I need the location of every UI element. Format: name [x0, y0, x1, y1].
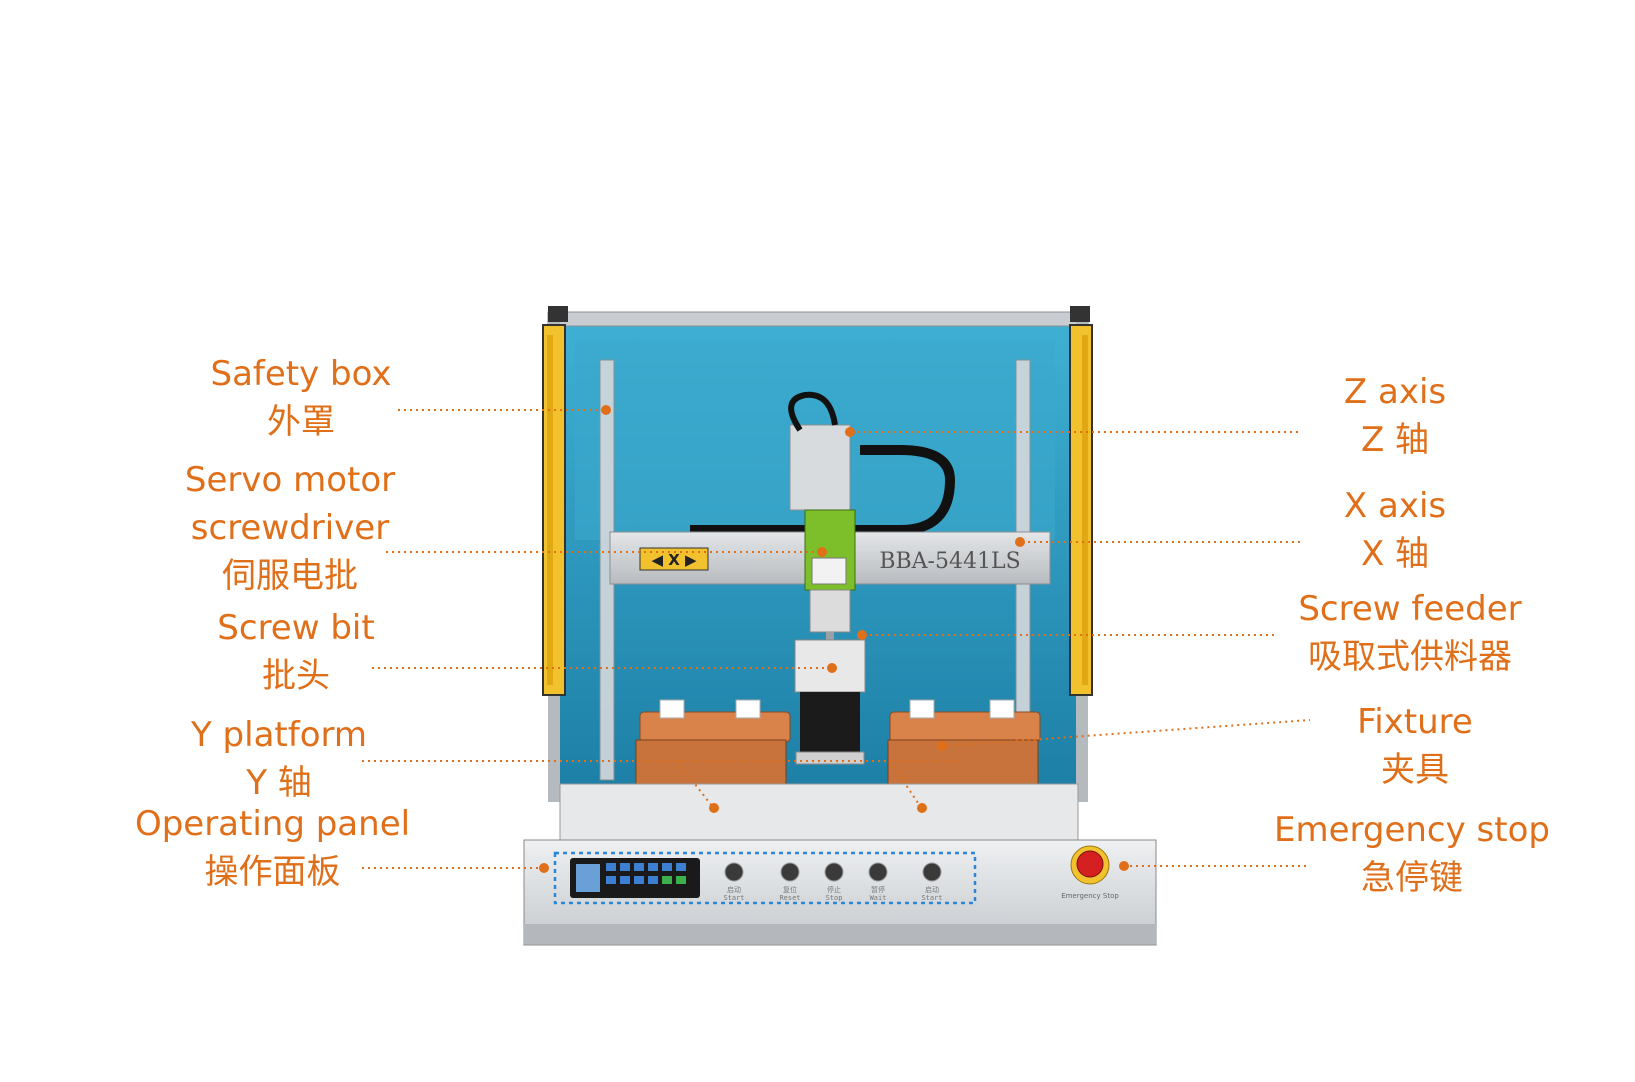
leader-lines: [362, 409, 1311, 869]
estop-text: Emergency Stop: [1061, 892, 1119, 900]
label-emergency-stop-zh: 急停键: [1361, 858, 1463, 898]
start-button-left[interactable]: [724, 862, 744, 882]
label-y-platform-en: Y platform: [190, 715, 368, 755]
label-x-axis: X axis X 轴: [1310, 482, 1480, 578]
label-z-axis-zh: Z 轴: [1360, 420, 1430, 460]
label-x-axis-en: X axis: [1343, 486, 1447, 526]
servo-screwdriver: [804, 509, 856, 633]
label-operating-panel: Operating panel 操作面板: [120, 800, 425, 896]
label-servo-zh: 伺服电批: [222, 556, 358, 596]
label-screw-bit: Screw bit 批头: [196, 604, 396, 700]
label-y-platform: Y platform Y 轴: [174, 711, 384, 807]
btn-wait-en: Wait: [870, 894, 887, 902]
panel-buttons: 启动 Start 复位 Reset 停止 Stop 暂停 Wait 启动 Sta…: [723, 862, 943, 902]
wait-button[interactable]: [868, 862, 888, 882]
label-servo-en2: screwdriver: [190, 508, 390, 548]
label-z-axis: Z axis Z 轴: [1310, 368, 1480, 464]
x-plate-text: ◀ X ▶: [651, 551, 697, 569]
stop-button[interactable]: [824, 862, 844, 882]
label-fixture: Fixture 夹具: [1330, 698, 1500, 794]
emergency-stop-button[interactable]: Emergency Stop: [1061, 845, 1119, 900]
label-emergency-stop: Emergency stop 急停键: [1262, 806, 1562, 902]
btn-stop-zh: 停止: [827, 885, 841, 894]
btn-reset-zh: 复位: [783, 885, 797, 894]
fixture-right: [887, 699, 1041, 785]
label-screw-bit-en: Screw bit: [217, 608, 375, 648]
label-safety-box-en: Safety box: [210, 354, 392, 394]
leader-fixture: [943, 719, 1311, 747]
z-axis-column: [788, 391, 851, 511]
label-screw-feeder-zh: 吸取式供料器: [1308, 637, 1512, 677]
label-servo: Servo motor screwdriver 伺服电批: [170, 456, 410, 600]
label-operating-panel-en: Operating panel: [134, 804, 411, 844]
fixture-left: [635, 699, 791, 785]
machine-base: [523, 783, 1157, 946]
label-screw-feeder-en: Screw feeder: [1298, 589, 1522, 629]
label-x-axis-zh: X 轴: [1360, 534, 1430, 574]
btn-wait-zh: 暂停: [871, 885, 885, 894]
operating-panel: [553, 851, 977, 905]
label-y-platform-zh: Y 轴: [246, 763, 312, 803]
label-operating-panel-zh: 操作面板: [204, 852, 341, 892]
btn-start-zh: 启动: [727, 885, 741, 894]
btn-stop-en: Stop: [826, 894, 843, 902]
label-safety-box-zh: 外罩: [267, 402, 335, 442]
label-screw-bit-zh: 批头: [262, 656, 330, 696]
btn-start2-en: Start: [921, 894, 942, 902]
model-text: BBA-5441LS: [879, 549, 1020, 574]
start-button-right[interactable]: [922, 862, 942, 882]
label-fixture-zh: 夹具: [1381, 750, 1449, 790]
label-screw-feeder: Screw feeder 吸取式供料器: [1285, 585, 1535, 681]
screw-feeder: [794, 639, 866, 765]
label-fixture-en: Fixture: [1357, 702, 1473, 742]
light-curtain-right: [1069, 324, 1093, 696]
label-z-axis-en: Z axis: [1343, 372, 1447, 412]
btn-start-en: Start: [723, 894, 744, 902]
label-servo-en1: Servo motor: [184, 460, 396, 500]
light-curtain-left: [542, 324, 566, 696]
cable-chain: [690, 445, 956, 535]
btn-start2-zh: 启动: [925, 885, 939, 894]
btn-reset-en: Reset: [779, 894, 800, 902]
label-emergency-stop-en: Emergency stop: [1273, 810, 1550, 850]
reset-button[interactable]: [780, 862, 800, 882]
leader-dots: [539, 405, 1129, 873]
label-safety-box: Safety box 外罩: [196, 350, 406, 446]
